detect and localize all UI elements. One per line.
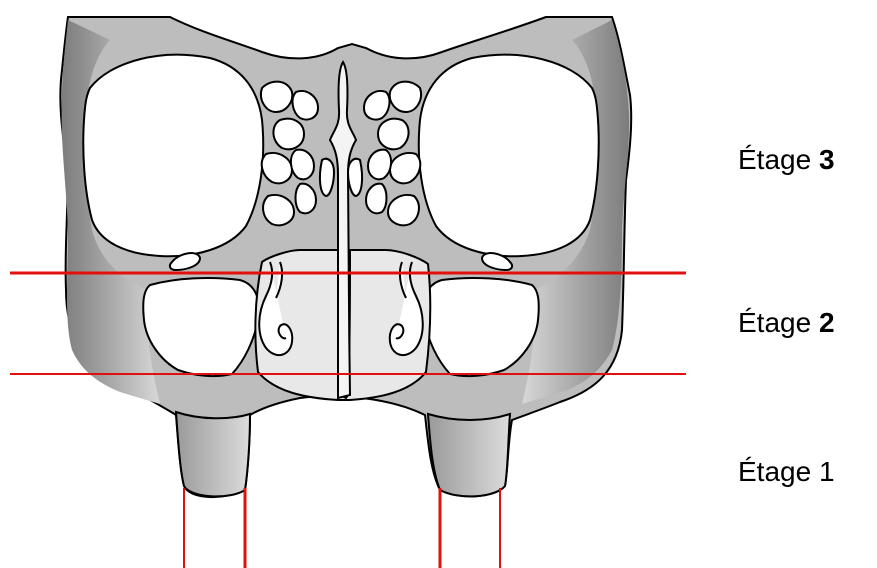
right-alveolar-process [428,414,510,496]
level-1-label: Étage 1 [738,456,835,488]
left-orbit [83,55,263,256]
level-1-word: Étage [738,456,811,487]
level-1-number: 1 [819,456,835,487]
left-alveolar-process [176,412,250,496]
right-orbit [419,55,599,256]
level-3-number: 3 [819,144,835,175]
level-2-label: Étage 2 [738,307,835,339]
level-2-number: 2 [819,307,835,338]
level-2-word: Étage [738,307,811,338]
level-3-word: Étage [738,144,811,175]
level-3-label: Étage 3 [738,144,835,176]
